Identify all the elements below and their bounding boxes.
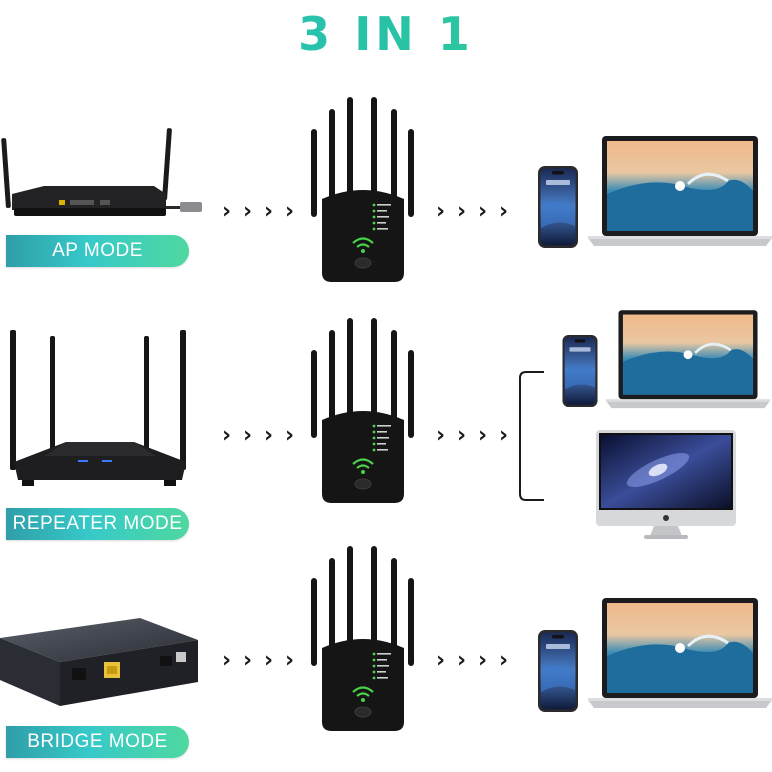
chevron-right-icon: ›: [435, 199, 446, 224]
chevron-right-icon: ›: [242, 199, 253, 224]
chevron-right-icon: ›: [242, 423, 253, 448]
extender-icon: [308, 318, 418, 503]
chevron-right-icon: ›: [263, 423, 274, 448]
chevron-right-icon: ›: [242, 648, 253, 673]
extender-icon: [308, 546, 418, 731]
smartphone-icon: [538, 630, 578, 712]
laptop-icon: [588, 598, 772, 710]
smartphone-icon: [562, 335, 598, 407]
chevron-right-icon: ›: [221, 423, 232, 448]
arrow-group-left-3: › › › ›: [218, 650, 298, 672]
chevron-right-icon: ›: [221, 648, 232, 673]
chevron-right-icon: ›: [435, 648, 446, 673]
router-icon: [10, 330, 186, 486]
chevron-right-icon: ›: [498, 648, 509, 673]
chevron-right-icon: ›: [498, 423, 509, 448]
arrow-group-left-1: › › › ›: [218, 201, 298, 223]
ap-mode-label: AP MODE: [6, 235, 189, 267]
chevron-right-icon: ›: [498, 199, 509, 224]
page-title: 3 IN 1: [0, 6, 772, 62]
chevron-right-icon: ›: [221, 199, 232, 224]
chevron-right-icon: ›: [477, 199, 488, 224]
arrow-group-left-2: › › › ›: [218, 425, 298, 447]
laptop-icon: [606, 310, 770, 410]
bracket: [519, 371, 544, 501]
arrow-group-right-3: › › › ›: [432, 650, 512, 672]
chevron-right-icon: ›: [284, 648, 295, 673]
chevron-right-icon: ›: [263, 648, 274, 673]
chevron-right-icon: ›: [456, 199, 467, 224]
chevron-right-icon: ›: [435, 423, 446, 448]
modem-icon: [0, 618, 198, 706]
chevron-right-icon: ›: [456, 423, 467, 448]
chevron-right-icon: ›: [284, 199, 295, 224]
chevron-right-icon: ›: [477, 423, 488, 448]
bridge-mode-label: BRIDGE MODE: [6, 726, 189, 758]
extender-icon: [308, 97, 418, 282]
desktop-monitor-icon: [596, 430, 736, 540]
router-icon: [1, 128, 202, 216]
repeater-mode-label: REPEATER MODE: [6, 508, 189, 540]
arrow-group-right-1: › › › ›: [432, 201, 512, 223]
laptop-icon: [588, 136, 772, 248]
arrow-group-right-2: › › › ›: [432, 425, 512, 447]
chevron-right-icon: ›: [456, 648, 467, 673]
chevron-right-icon: ›: [477, 648, 488, 673]
ethernet-cable-icon: [166, 202, 202, 212]
chevron-right-icon: ›: [284, 423, 295, 448]
chevron-right-icon: ›: [263, 199, 274, 224]
smartphone-icon: [538, 166, 578, 248]
